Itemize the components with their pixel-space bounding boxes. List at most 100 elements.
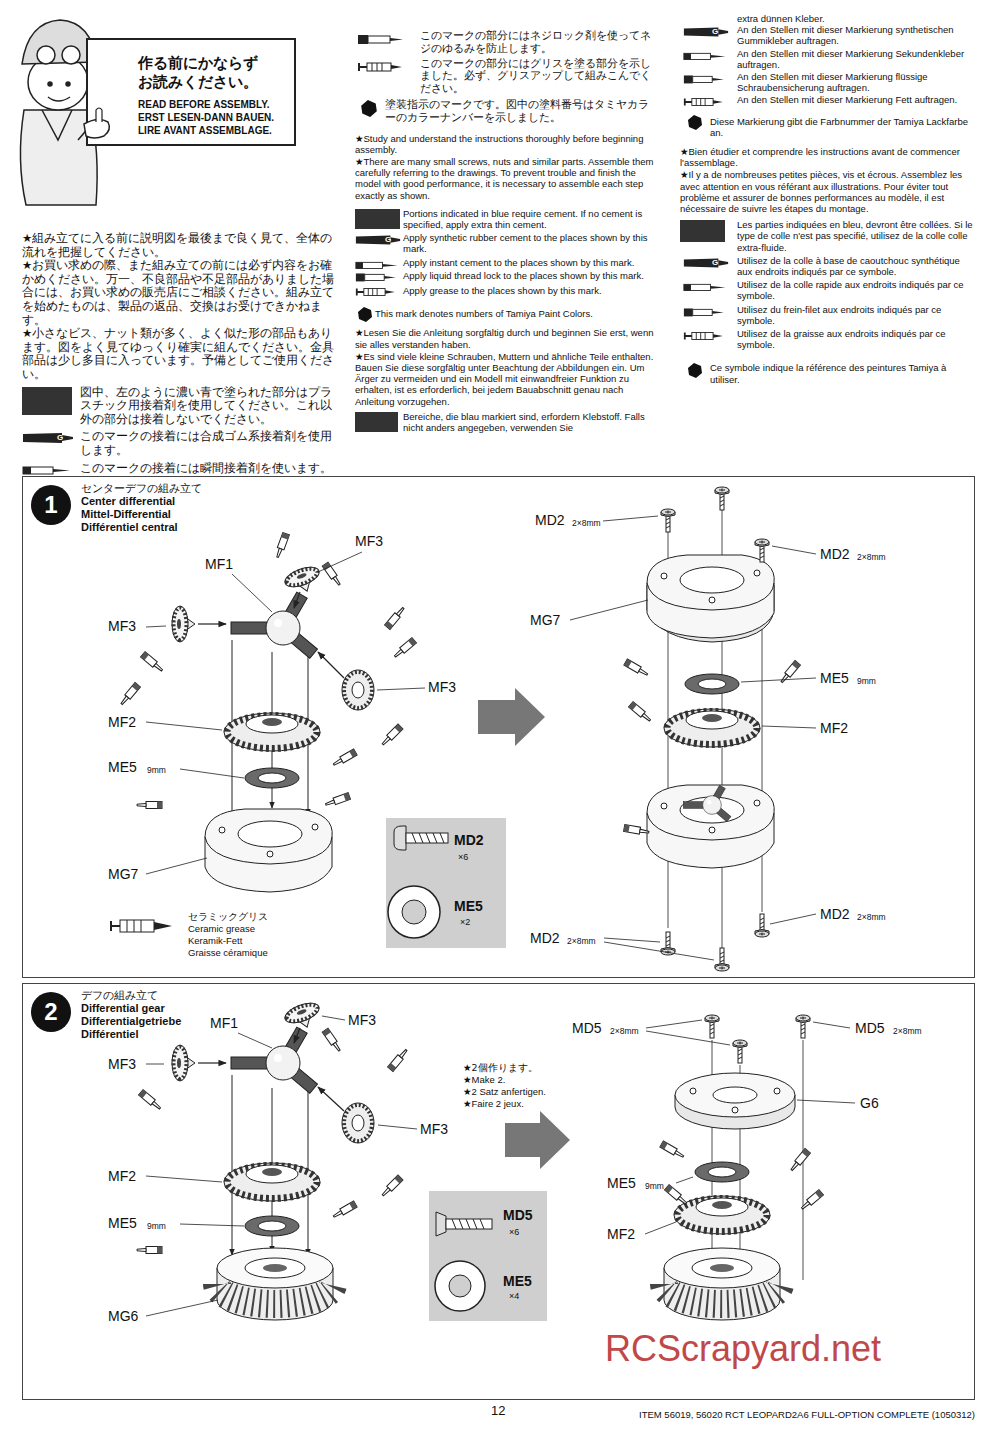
rubber-cement-mark <box>355 233 401 247</box>
note-text: ★お買い求めの際、また組み立ての前には必ず内容をお確かめください。万一、不良部品… <box>22 259 340 327</box>
note-text: An den Stellen mit dieser Markierung flü… <box>737 71 975 93</box>
part-code: MD2 <box>454 832 484 849</box>
part-count: ×6 <box>458 852 468 863</box>
paint-mark <box>357 306 373 323</box>
notice-board: 作る前にかならず お読みください。 READ BEFORE ASSEMBLY. E… <box>86 38 296 146</box>
cement-area-mark <box>355 209 400 229</box>
note-text: ★There are many small screws, nuts and s… <box>355 156 655 201</box>
step2-assembled <box>645 1015 855 1320</box>
part-label: MG7 <box>108 866 138 883</box>
part-label: MF2 <box>108 714 136 731</box>
note-text: Apply grease to the places shown by this… <box>403 285 655 296</box>
note-text: このマークの接着には瞬間接着剤を使います。 <box>80 462 340 476</box>
instant-cement-mark <box>22 463 74 477</box>
part-label: MF1 <box>205 556 233 573</box>
part-label: MF3 <box>348 1012 376 1029</box>
part-label: MG7 <box>530 612 560 629</box>
part-label: MD2 <box>535 512 565 529</box>
part-label: MF2 <box>108 1168 136 1185</box>
note-text: ★Bien étudier et comprendre les instruct… <box>680 146 975 168</box>
note-text: Utilisez du frein-filet aux endroits ind… <box>737 304 975 326</box>
part-label: MD2 <box>820 906 850 923</box>
note-text: ★Lesen Sie die Anleitung sorgfältig durc… <box>355 327 655 349</box>
note-text: An den Stellen mit dieser Markierung syn… <box>737 24 975 46</box>
grease-mark <box>683 329 729 343</box>
rubber-cement-mark <box>683 256 729 270</box>
thread-lock-mark <box>355 32 411 46</box>
notice-heading: 作る前にかならず お読みください。 <box>138 54 278 92</box>
step-title: Center differential <box>81 495 175 508</box>
watermark: RCScrapyard.net <box>605 1328 881 1370</box>
cement-area-mark <box>22 387 72 415</box>
grease-note: Graisse céramique <box>188 947 268 959</box>
step-title: センターデフの組み立て <box>81 482 202 495</box>
thread-lock-mark <box>355 270 401 284</box>
note-text: 塗装指示のマークです。図中の塗料番号はタミヤカラーのカラーナンバーを示しました。 <box>385 99 655 125</box>
paint-mark <box>360 99 378 118</box>
step-title: Différentiel <box>81 1028 138 1041</box>
instant-cement-mark <box>683 49 729 63</box>
note-text: An den Stellen mit dieser Markierung Sek… <box>737 48 975 70</box>
step-arrow <box>478 688 545 746</box>
page-number: 12 <box>491 1403 505 1419</box>
thread-lock-mark <box>683 305 729 319</box>
part-label: MF3 <box>108 618 136 635</box>
part-label: MF3 <box>108 1056 136 1073</box>
glue-mark-letter: G <box>57 433 63 442</box>
step-number: 2 <box>31 998 71 1026</box>
part-label: MF3 <box>355 533 383 550</box>
note-text: An den Stellen mit dieser Markierung Fet… <box>737 94 975 105</box>
step-title: Différentiel central <box>81 521 178 534</box>
note-text: ★Es sind viele kleine Schrauben, Muttern… <box>355 351 655 407</box>
paint-mark <box>687 362 703 379</box>
note-text: このマークの接着には合成ゴム系接着剤を使用します。 <box>80 430 340 457</box>
step-number: 1 <box>31 491 71 519</box>
part-label: ME5 <box>108 759 137 776</box>
size-label: 2×8mm <box>857 912 886 922</box>
make-two-note: ★Faire 2 jeux. <box>463 1098 524 1110</box>
part-label: MF1 <box>210 1015 238 1032</box>
part-label: MD2 <box>530 930 560 947</box>
paint-mark <box>687 114 703 131</box>
instant-cement-mark <box>355 258 401 272</box>
size-label: 2×8mm <box>857 552 886 562</box>
part-code: ME5 <box>454 898 483 915</box>
glue-mark-letter: G <box>385 235 391 244</box>
step-arrow <box>505 1111 570 1169</box>
size-label: 9mm <box>147 1221 166 1231</box>
part-label: MF3 <box>428 679 456 696</box>
step-title: Differentialgetriebe <box>81 1015 181 1028</box>
note-text: extra dünnen Kleber. <box>737 13 975 24</box>
make-two-note: ★2個作ります。 <box>463 1062 538 1074</box>
part-label: MD2 <box>820 546 850 563</box>
part-label: MF3 <box>420 1121 448 1138</box>
notice-subheading: READ BEFORE ASSEMBLY. ERST LESEN-DANN BA… <box>138 98 290 137</box>
size-label: 2×8mm <box>610 1026 639 1036</box>
note-text: このマークの部分にはネジロック剤を使ってネジのゆるみを防止します。 <box>420 30 655 56</box>
size-label: 9mm <box>147 765 166 775</box>
size-label: 2×8mm <box>572 518 601 528</box>
part-label: ME5 <box>820 670 849 687</box>
note-text: 図中、左のように濃い青で塗られた部分はプラスチック用接着剤を使用してください。こ… <box>80 386 340 427</box>
step-title: Mittel-Differential <box>81 508 171 521</box>
instant-cement-mark <box>683 280 729 294</box>
rubber-cement-mark <box>683 25 729 39</box>
note-text: Apply liquid thread lock to the places s… <box>403 270 655 281</box>
size-label: 2×8mm <box>567 936 596 946</box>
size-label: 9mm <box>645 1181 664 1191</box>
part-label: G6 <box>860 1095 879 1112</box>
note-text: Portions indicated in blue require cemen… <box>403 208 655 230</box>
grease-note: Ceramic grease <box>188 923 255 935</box>
note-text: Diese Markierung gibt die Farbnummer der… <box>710 116 975 138</box>
part-label: MD5 <box>572 1020 602 1037</box>
glue-mark-letter: G <box>712 27 718 36</box>
note-text: Utilisez de la colle rapide aux endroits… <box>737 279 975 301</box>
make-two-note: ★Make 2. <box>463 1074 505 1086</box>
note-text: Bereiche, die blau markiert sind, erford… <box>403 411 655 433</box>
part-label: MF2 <box>820 720 848 737</box>
part-label: MD5 <box>855 1020 885 1037</box>
part-count: ×2 <box>460 917 470 928</box>
part-label: ME5 <box>607 1175 636 1192</box>
note-text: Apply synthetic rubber cement to the pla… <box>403 232 655 254</box>
